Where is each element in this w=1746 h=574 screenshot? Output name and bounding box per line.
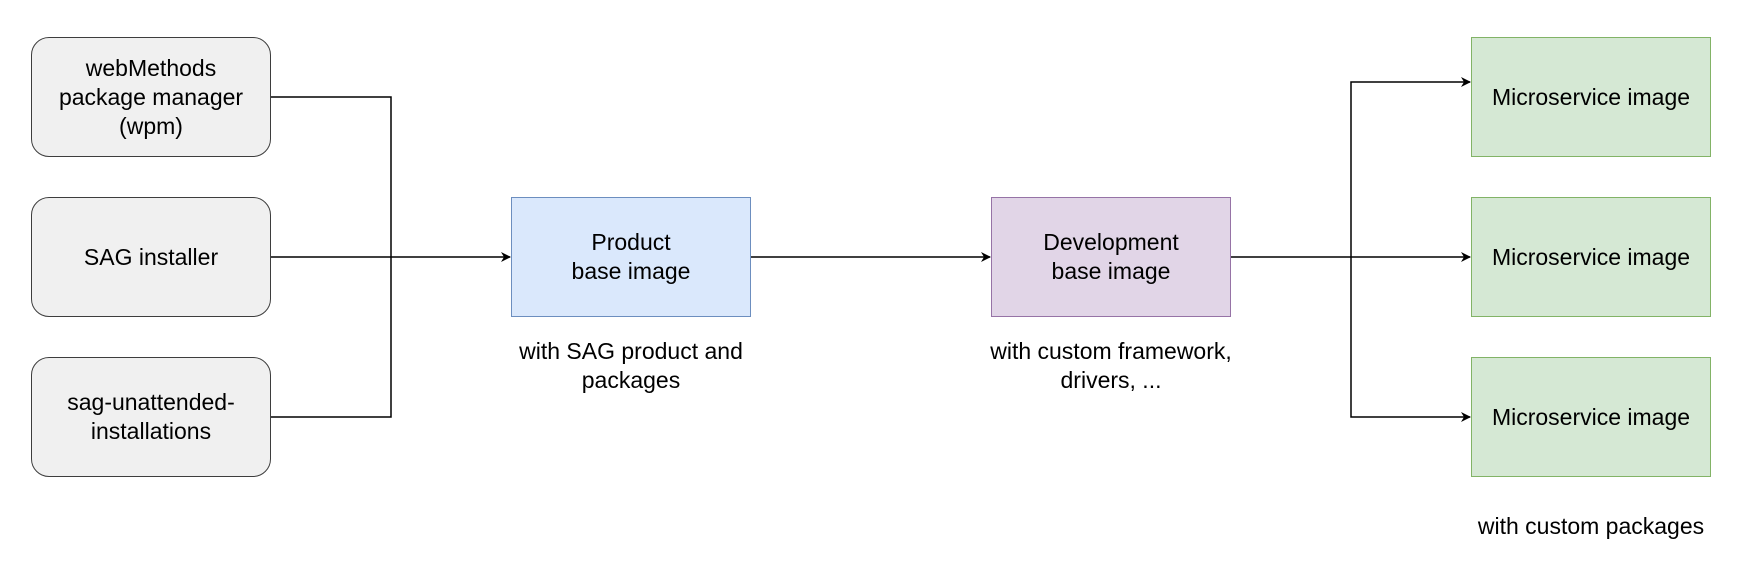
sag-unattended-installations-node: sag-unattended- installations: [31, 357, 271, 477]
microservice-image-node-1: Microservice image: [1471, 37, 1711, 157]
microservice-image-node-2: Microservice image: [1471, 197, 1711, 317]
connector-development-to-microservice-3: [1350, 257, 1471, 422]
product-base-image-caption: with SAG product and packages: [519, 338, 743, 393]
microservice-images-caption: with custom packages: [1477, 513, 1705, 539]
connector-unattended-to-product: [271, 257, 392, 418]
development-base-image-node: Development base image: [991, 197, 1231, 317]
connector-development-to-microservice-1: [1350, 77, 1471, 257]
product-base-image-node: Product base image: [511, 197, 751, 317]
connector-wpm-to-product: [271, 96, 392, 257]
wpm-node: webMethods package manager (wpm): [31, 37, 271, 157]
sag-installer-node: SAG installer: [31, 197, 271, 317]
microservice-image-node-3: Microservice image: [1471, 357, 1711, 477]
development-base-image-caption: with custom framework, drivers, ...: [990, 338, 1232, 393]
